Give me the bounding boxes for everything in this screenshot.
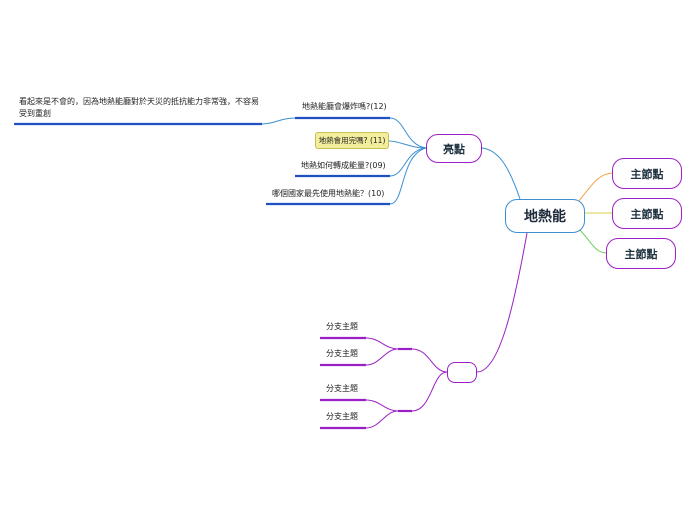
subtopic-2[interactable]: 分支主題 [326,349,358,358]
central-topic[interactable]: 地熱能 [505,199,585,233]
link-highlight-q1 [389,117,427,149]
link-highlight-q2 [388,140,427,149]
link-empty-lower [411,371,448,412]
empty-topic[interactable] [447,362,477,383]
main-node-3-label: 主節點 [624,247,658,261]
link-central-highlight [481,147,521,200]
link-sub1 [365,337,399,350]
question-first-country[interactable]: 哪個國家最先使用地熱能？(10) [272,189,385,198]
link-central-main3 [577,227,607,254]
subtopic-1[interactable]: 分支主題 [326,322,358,331]
answer-note[interactable]: 看起來是不會的，因為地熱能廳對於天災的抵抗能力非常強，不容易受到重創 [19,97,259,118]
link-highlight-q3 [389,147,427,177]
topic-highlight-label: 亮點 [443,142,465,156]
subtopic-3[interactable]: 分支主題 [326,384,358,393]
link-sub3 [365,399,399,412]
main-node-1-label: 主節點 [630,167,664,181]
link-sub4 [365,410,399,429]
link-central-empty [476,232,528,373]
main-node-2-label: 主節點 [630,207,664,221]
link-highlight-q4 [389,147,427,205]
main-node-1[interactable]: 主節點 [612,158,682,189]
question-explosion[interactable]: 地熱能廳會爆炸嗎?(12) [302,102,387,111]
link-q1-note [261,117,296,125]
link-sub2 [365,348,399,366]
link-empty-upper [411,348,448,373]
question-run-out-label: 地熱會用完嗎? (11) [318,136,386,145]
central-topic-label: 地熱能 [524,209,566,225]
main-node-2[interactable]: 主節點 [612,198,682,229]
question-run-out[interactable]: 地熱會用完嗎? (11) [315,132,389,149]
subtopic-4[interactable]: 分支主題 [326,412,358,421]
link-central-main1 [577,172,613,203]
topic-highlight[interactable]: 亮點 [426,134,482,163]
main-node-3[interactable]: 主節點 [606,238,676,269]
question-energy-conversion[interactable]: 地熱如何轉成能量?(09) [301,161,386,170]
